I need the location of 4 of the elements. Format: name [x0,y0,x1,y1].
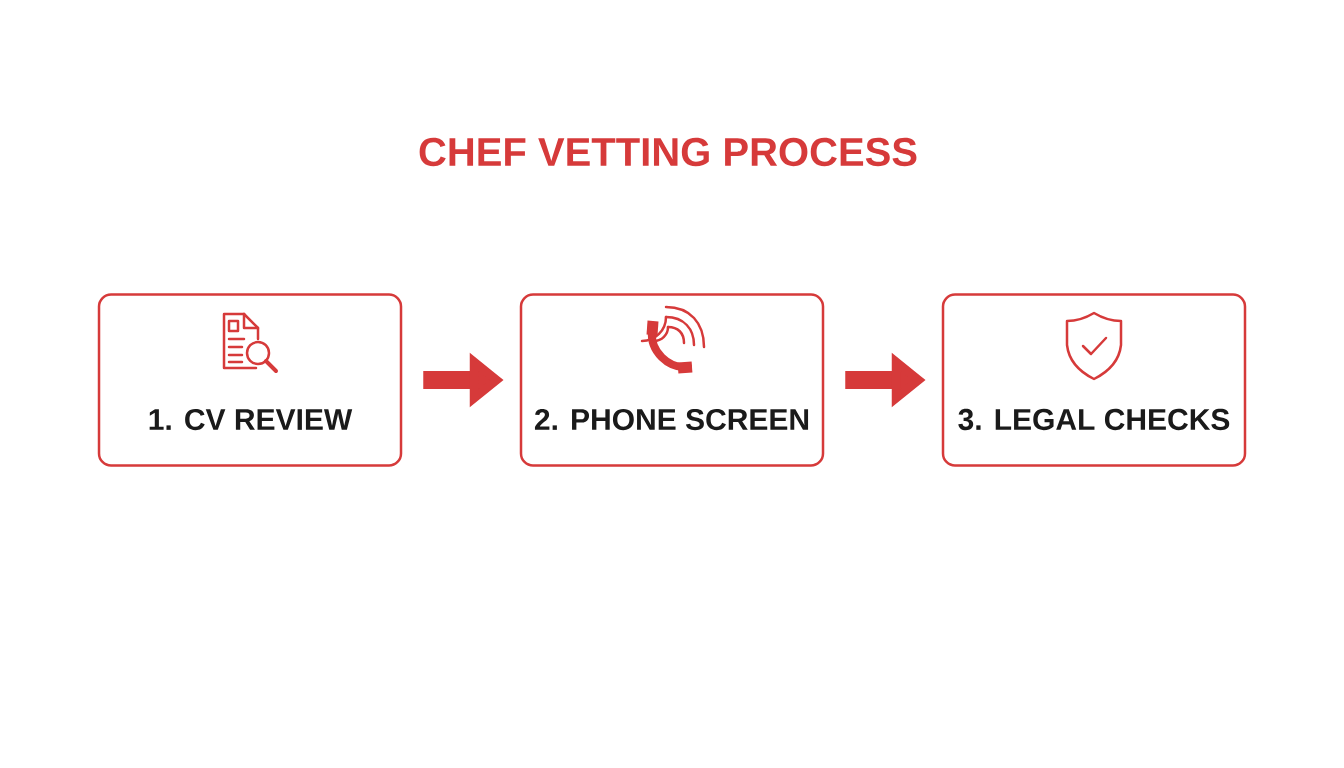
process-box: 2. PHONE SCREEN [519,293,825,467]
title: CHEF VETTING PROCESS [419,137,917,167]
process-box: 3. LEGAL CHECKS [941,293,1247,467]
process-box: 1. CV REVIEW [97,293,403,467]
